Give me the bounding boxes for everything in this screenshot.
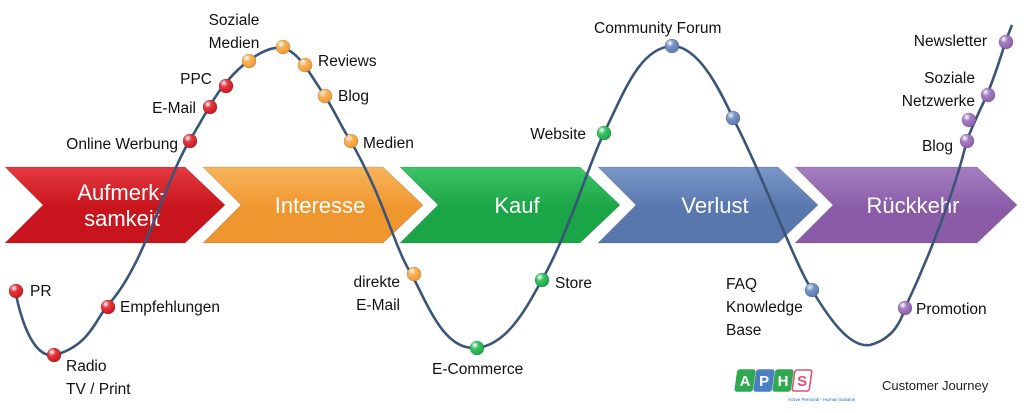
touchpoint-label-faq-knowledge-base: Base [726,322,761,339]
logo-letter: A [740,373,751,390]
touchpoint-dot [998,34,1014,50]
touchpoint-label-store: Store [555,275,592,292]
touchpoint-label-faq-knowledge-base: Knowledge [726,299,803,316]
touchpoint-label-newsletter: Newsletter [914,33,987,50]
touchpoint-label-blog: Blog [922,138,953,155]
touchpoint-dot [897,300,913,316]
touchpoint-label-blog: Blog [338,88,369,105]
stage-label: Verlust [681,193,748,218]
touchpoint-dot [959,133,975,149]
touchpoint-dot [46,347,62,363]
stage-chevron-verlust [596,166,819,244]
touchpoint-label-radio-tv-print: Radio [66,358,107,375]
stage-label: samkeit [84,206,160,231]
touchpoint-dots [8,34,1014,363]
touchpoint-label-promotion: Promotion [916,301,987,318]
touchpoint-label-pr: PR [30,283,52,300]
stage-chevron-interesse [201,166,424,244]
touchpoint-label-soziale-netzwerke: Soziale [924,70,975,87]
caption: Customer Journey [882,378,989,393]
logo-letter: H [778,373,789,390]
touchpoint-label-soziale-medien: Soziale [209,12,260,29]
touchpoint-dot [100,299,116,315]
touchpoint-dot [469,340,485,356]
touchpoint-dot [218,78,234,94]
logo-letter: S [797,373,807,390]
logo-tile [734,369,756,392]
touchpoint-label-medien: Medien [363,135,414,152]
touchpoint-dot [202,99,218,115]
touchpoint-label-community-forum: Community Forum [594,20,721,37]
stage-chevron-aufmerk-samkeit [3,166,226,244]
touchpoint-dot [317,88,333,104]
touchpoint-label-ppc: PPC [180,71,212,88]
logo-tile [772,369,794,392]
touchpoint-dot [8,283,24,299]
stage-chevron-rueckkehr [793,166,1018,244]
touchpoint-dot [534,272,550,288]
touchpoint-label-online-werbung: Online Werbung [66,136,178,153]
stage-label: Kauf [494,193,540,218]
touchpoint-label-direkte-e-mail: direkte [353,274,400,291]
touchpoint-dot [275,39,291,55]
logo-tile [753,369,775,392]
touchpoint-dot [961,112,977,128]
touchpoint-dot [980,87,996,103]
touchpoint-dot [664,38,680,54]
stage-label: Rückkehr [867,193,960,218]
touchpoint-label-radio-tv-print: TV / Print [66,381,131,398]
touchpoint-label-e-commerce: E-Commerce [432,361,523,378]
touchpoint-dot [725,110,741,126]
touchpoint-dot [297,57,313,73]
logo-tile [791,369,813,392]
touchpoint-label-soziale-medien: Medien [209,35,260,52]
touchpoint-dot [596,125,612,141]
touchpoint-label-reviews: Reviews [318,53,377,70]
touchpoint-label-direkte-e-mail: E-Mail [356,297,400,314]
touchpoint-dot [804,282,820,298]
stage-chevrons: Aufmerk-samkeit Interesse Kauf Verlust Rückk… [3,166,1018,244]
touchpoint-labels: PR Radio TV / Print Empfehlungen Online Werb… [30,12,987,398]
touchpoint-label-website: Website [530,126,586,143]
touchpoint-label-soziale-netzwerke: Netzwerke [902,93,975,110]
touchpoint-dot [406,266,422,282]
stage-chevron-kauf [398,166,621,244]
touchpoint-dot [343,133,359,149]
touchpoint-label-faq-knowledge-base: FAQ [726,276,757,293]
touchpoint-dot [182,133,198,149]
touchpoint-label-e-mail: E-Mail [152,100,196,117]
stage-label: Interesse [275,193,366,218]
logo-letter: P [759,373,769,390]
touchpoint-label-empfehlungen: Empfehlungen [120,299,220,316]
logo-tagline: Active Personal - Human Solution [788,397,856,402]
stage-label: Aufmerk- [77,180,166,205]
touchpoint-dot [241,53,257,69]
